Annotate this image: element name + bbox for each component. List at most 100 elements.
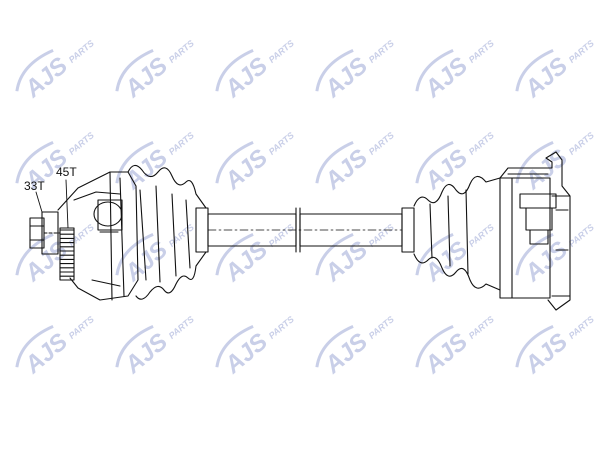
watermark-brand: AJS (419, 328, 473, 379)
watermark-swoosh (15, 232, 54, 276)
watermark-swoosh (215, 140, 254, 184)
watermark-suffix: PARTS (267, 314, 296, 341)
watermark-brand: AJS (419, 236, 473, 287)
watermark-brand: AJS (519, 328, 573, 379)
watermark-brand: AJS (419, 52, 473, 103)
watermark-brand: AJS (319, 236, 373, 287)
watermark-suffix: PARTS (367, 222, 396, 249)
watermark-swoosh (215, 232, 254, 276)
watermark-suffix: PARTS (467, 222, 496, 249)
watermark-suffix: PARTS (467, 130, 496, 157)
watermark-swoosh (415, 48, 454, 92)
watermark-suffix: PARTS (567, 130, 596, 157)
watermark-swoosh (415, 232, 454, 276)
watermark-brand: AJS (19, 52, 73, 103)
watermark-swoosh (515, 324, 554, 368)
watermark-suffix: PARTS (367, 130, 396, 157)
watermark-swoosh (315, 48, 354, 92)
watermark-suffix: PARTS (267, 222, 296, 249)
inner-boot (401, 175, 501, 291)
watermark-swoosh (215, 48, 254, 92)
watermark-swoosh (15, 140, 54, 184)
watermark-suffix: PARTS (167, 130, 196, 157)
watermark-brand: AJS (219, 52, 273, 103)
label-33t: 33T (24, 179, 45, 193)
watermark-brand: AJS (419, 144, 473, 195)
watermark-suffix: PARTS (467, 314, 496, 341)
watermark-swoosh (15, 324, 54, 368)
watermark-suffix: PARTS (567, 38, 596, 65)
shaft-drawing (29, 151, 571, 311)
outer-spline-stub (29, 211, 61, 255)
abs-ring (59, 227, 75, 281)
watermark-swoosh (115, 232, 154, 276)
watermark-swoosh (315, 140, 354, 184)
watermark-suffix: PARTS (367, 38, 396, 65)
watermark-suffix: PARTS (267, 38, 296, 65)
watermark-suffix: PARTS (467, 38, 496, 65)
label-leaders (35, 179, 69, 229)
watermark-brand: AJS (219, 144, 273, 195)
watermark-suffix: PARTS (67, 222, 96, 249)
watermark-brand: AJS (319, 144, 373, 195)
watermark-brand: AJS (519, 144, 573, 195)
watermark-brand: AJS (219, 328, 273, 379)
watermark-swoosh (415, 324, 454, 368)
watermark-suffix: PARTS (167, 38, 196, 65)
watermark-swoosh (515, 140, 554, 184)
watermark-swoosh (115, 324, 154, 368)
watermark-brand: AJS (519, 52, 573, 103)
watermark-suffix: PARTS (67, 38, 96, 65)
watermark-swoosh (115, 48, 154, 92)
watermark-swoosh (15, 48, 54, 92)
watermark-suffix: PARTS (567, 222, 596, 249)
watermark-brand: AJS (19, 328, 73, 379)
watermark-suffix: PARTS (567, 314, 596, 341)
watermark-suffix: PARTS (67, 130, 96, 157)
outer-cv-housing (57, 171, 139, 301)
watermark-brand: AJS (119, 328, 173, 379)
watermark-swoosh (115, 140, 154, 184)
watermark-swoosh (515, 48, 554, 92)
watermark-brand: AJS (319, 52, 373, 103)
watermark-brand: AJS (319, 328, 373, 379)
watermark-swoosh (415, 140, 454, 184)
outer-boot (127, 164, 209, 300)
watermark-suffix: PARTS (67, 314, 96, 341)
watermark-suffix: PARTS (367, 314, 396, 341)
watermark-swoosh (315, 324, 354, 368)
inner-cv-flange (499, 151, 571, 311)
watermark-suffix: PARTS (267, 130, 296, 157)
watermark-brand: AJS (119, 144, 173, 195)
watermark-brand: AJS (219, 236, 273, 287)
watermark-suffix: PARTS (167, 314, 196, 341)
label-45t: 45T (56, 165, 77, 179)
watermark-suffix: PARTS (167, 222, 196, 249)
watermark-brand: AJS (119, 52, 173, 103)
watermark-swoosh (215, 324, 254, 368)
watermark-swoosh (315, 232, 354, 276)
